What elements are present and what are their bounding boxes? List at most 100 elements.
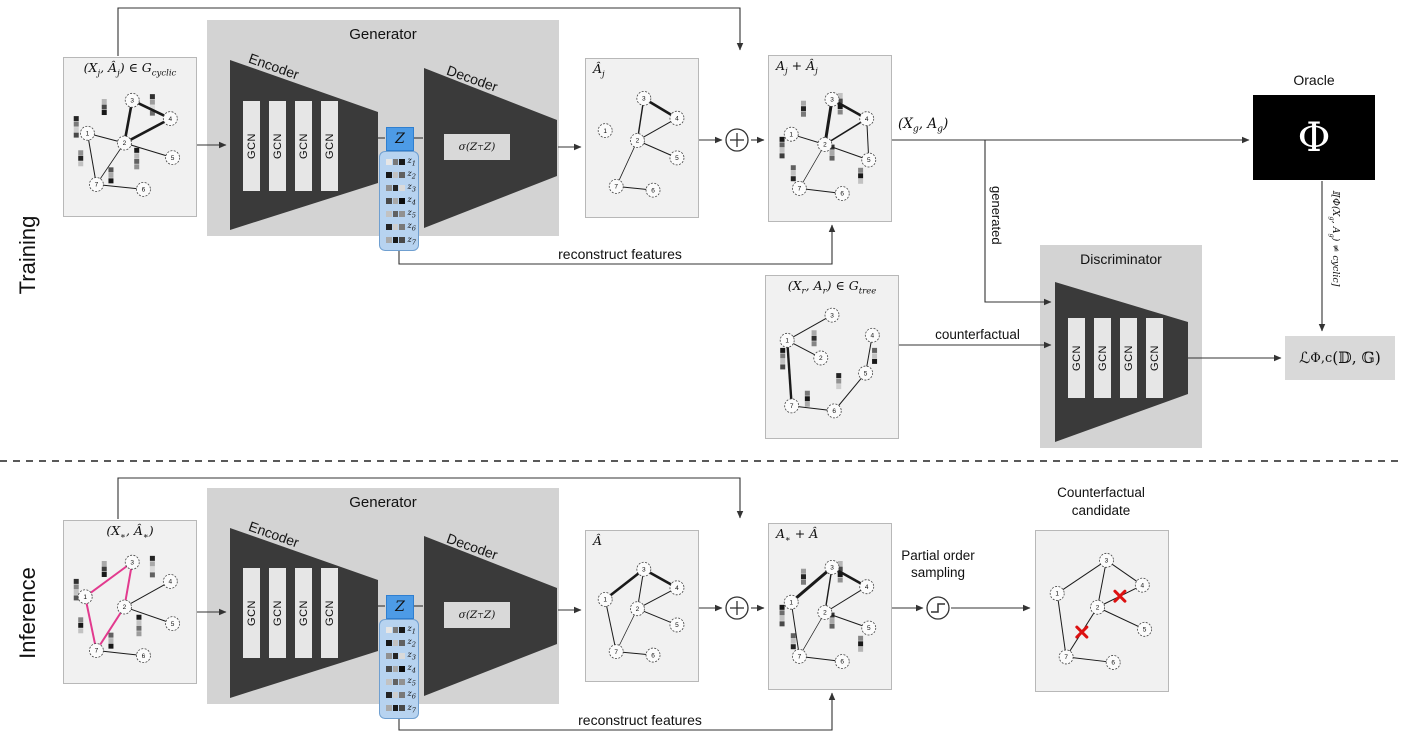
gcn-label: GCN <box>245 600 258 626</box>
generator-title-training: Generator <box>349 26 417 43</box>
gcn-layer: GCN <box>243 101 260 191</box>
svg-text:3: 3 <box>642 566 646 573</box>
gcn-layer: GCN <box>269 568 286 658</box>
gcn-layer: GCN <box>1068 318 1085 398</box>
svg-text:1: 1 <box>83 594 87 601</box>
gcn-label: GCN <box>1148 345 1161 371</box>
svg-text:5: 5 <box>867 157 871 164</box>
svg-text:3: 3 <box>830 312 834 319</box>
svg-text:6: 6 <box>651 187 655 194</box>
svg-text:7: 7 <box>1064 654 1068 661</box>
inference-sum-label: A∗ + Â <box>776 526 819 545</box>
counterfactual-candidate-title: Counterfactual candidate <box>1057 485 1145 518</box>
svg-text:4: 4 <box>675 115 679 122</box>
counterfactual-label: counterfactual <box>935 327 1020 342</box>
svg-text:5: 5 <box>1143 627 1147 634</box>
svg-text:2: 2 <box>823 610 827 617</box>
svg-text:3: 3 <box>130 98 134 105</box>
svg-text:2: 2 <box>123 604 127 611</box>
svg-text:2: 2 <box>636 606 640 613</box>
training-input-label: (Xj, Âj) ∈ Gcyclic <box>83 60 177 79</box>
svg-text:1: 1 <box>1055 591 1059 598</box>
svg-text:6: 6 <box>1111 660 1115 667</box>
svg-text:3: 3 <box>830 565 834 572</box>
decoder-sigma-box-inference: σ(Z⊤Z) <box>444 602 510 628</box>
inference-input-graph: 1 2 3 4 5 6 7 <box>64 521 196 683</box>
svg-text:1: 1 <box>603 128 607 135</box>
svg-text:4: 4 <box>1141 582 1145 589</box>
svg-text:5: 5 <box>864 370 868 377</box>
plus-operator-training <box>725 128 749 152</box>
discriminator-title: Discriminator <box>1080 251 1162 267</box>
svg-text:1: 1 <box>789 599 793 606</box>
svg-text:1: 1 <box>603 597 607 604</box>
section-label-training: Training <box>15 215 40 295</box>
svg-text:4: 4 <box>675 585 679 592</box>
gcn-layer: GCN <box>1094 318 1111 398</box>
reconstruct-features-label-training: reconstruct features <box>558 246 682 262</box>
svg-text:4: 4 <box>169 116 173 123</box>
gcn-label: GCN <box>271 600 284 626</box>
svg-text:2: 2 <box>123 140 127 147</box>
svg-text:1: 1 <box>789 131 793 138</box>
svg-text:7: 7 <box>798 186 802 193</box>
svg-text:7: 7 <box>614 649 618 656</box>
generator-title-inference: Generator <box>349 494 417 511</box>
gcn-layer: GCN <box>321 568 338 658</box>
gcn-layer: GCN <box>321 101 338 191</box>
svg-text:3: 3 <box>130 559 134 566</box>
svg-text:7: 7 <box>614 184 618 191</box>
gcn-label: GCN <box>297 133 310 159</box>
oracle-title: Oracle <box>1293 72 1335 88</box>
gcn-layer: GCN <box>1146 318 1163 398</box>
svg-text:1: 1 <box>785 338 789 345</box>
svg-text:6: 6 <box>142 187 146 194</box>
svg-text:7: 7 <box>790 403 794 410</box>
tree-input-label: (Xr, Ar) ∈ Gtree <box>787 278 877 297</box>
latent-z-box-training: Z <box>386 127 414 151</box>
candidate-graph: 1 2 3 4 5 6 7 <box>1036 531 1168 691</box>
svg-text:2: 2 <box>1096 604 1100 611</box>
gcn-layer: GCN <box>295 101 312 191</box>
svg-text:6: 6 <box>142 653 146 660</box>
reconstruct-features-label-inference: reconstruct features <box>578 712 702 728</box>
svg-text:4: 4 <box>169 579 173 586</box>
gcn-label: GCN <box>271 133 284 159</box>
svg-text:7: 7 <box>798 654 802 661</box>
svg-text:7: 7 <box>95 182 99 189</box>
xg-ag-label: (Xg, Ag) <box>898 116 949 135</box>
svg-text:7: 7 <box>95 648 99 655</box>
latent-z-box-inference: Z <box>386 595 414 619</box>
svg-text:2: 2 <box>636 138 640 145</box>
gcn-label: GCN <box>1096 345 1109 371</box>
partial-order-sampling-label: Partial order sampling <box>901 548 975 580</box>
svg-text:4: 4 <box>865 116 869 123</box>
generated-label: generated <box>989 186 1004 245</box>
svg-text:3: 3 <box>1105 558 1109 565</box>
gcn-label: GCN <box>297 600 310 626</box>
section-label-inference: Inference <box>15 567 40 659</box>
gcn-label: GCN <box>323 133 336 159</box>
svg-text:4: 4 <box>865 584 869 591</box>
gcn-layer: GCN <box>1120 318 1137 398</box>
svg-text:1: 1 <box>86 130 90 137</box>
svg-text:6: 6 <box>651 652 655 659</box>
svg-text:5: 5 <box>675 155 679 162</box>
training-sum-label: Aj + Âj <box>776 58 818 77</box>
svg-text:4: 4 <box>871 332 875 339</box>
decoder-sigma-box-training: σ(Z⊤Z) <box>444 134 510 160</box>
svg-text:6: 6 <box>840 191 844 198</box>
svg-text:5: 5 <box>171 621 175 628</box>
